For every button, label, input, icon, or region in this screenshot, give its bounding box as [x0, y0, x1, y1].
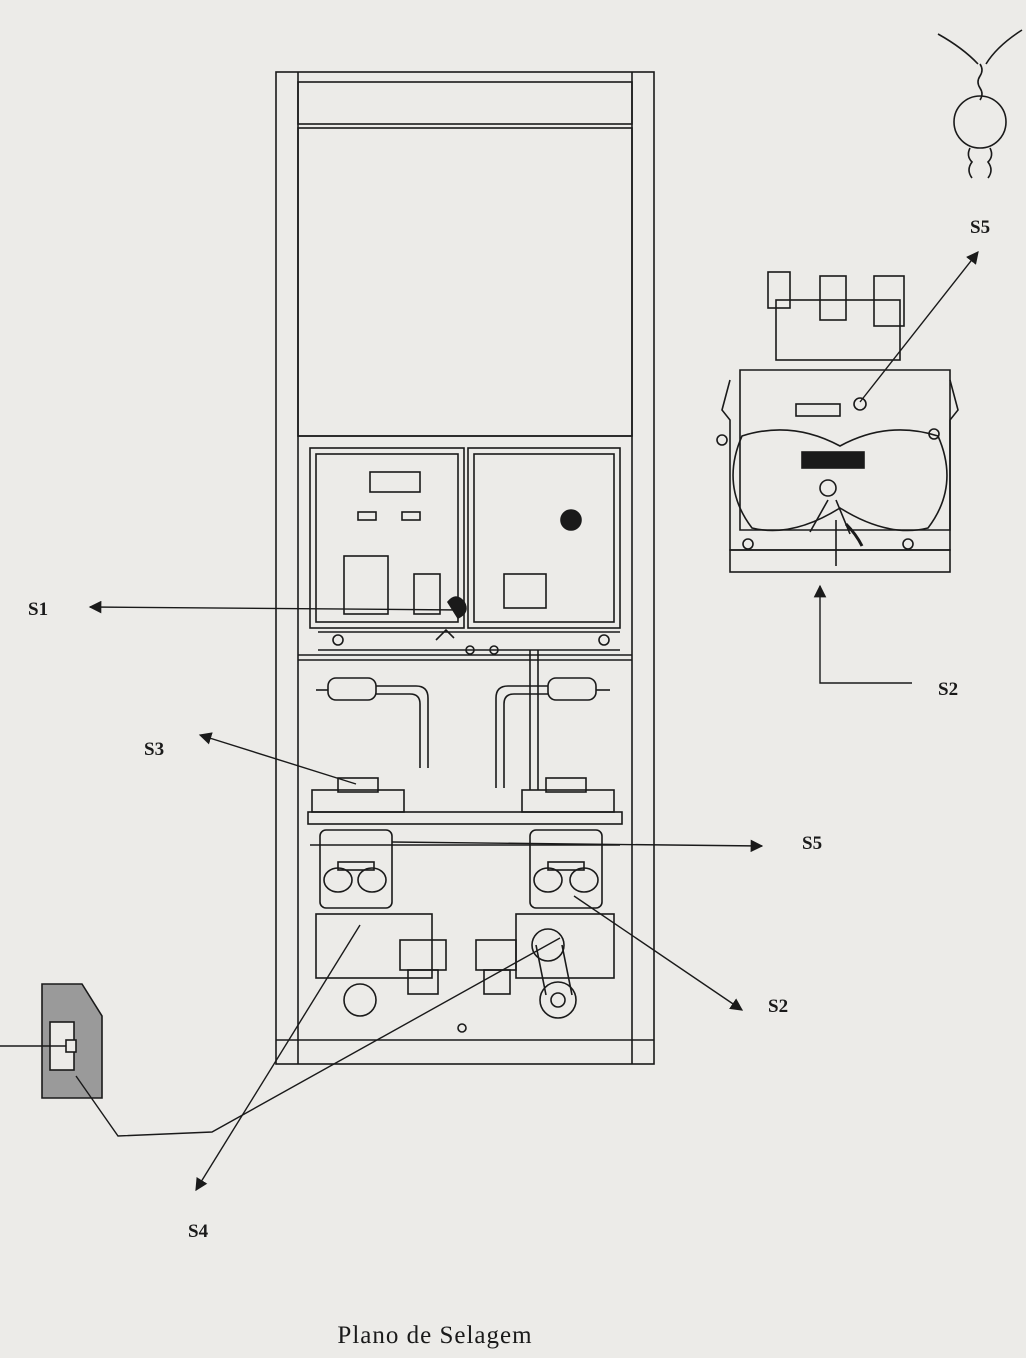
seal-detail [937, 29, 1023, 179]
label-s3: S3 [144, 739, 165, 760]
label-s2-detail: S2 [938, 679, 959, 700]
crossbar [307, 811, 623, 825]
label-s4: S4 [188, 1221, 209, 1242]
computer-head-panels [309, 447, 621, 655]
label-s1: S1 [28, 599, 49, 620]
nozzle-seal-detail [0, 983, 103, 1099]
pump-units [315, 913, 615, 1033]
label-s5-main: S5 [802, 833, 823, 854]
figure-caption: Plano de Selagem [337, 1322, 533, 1349]
meter-right [521, 777, 615, 909]
meter-detail [716, 271, 959, 573]
label-s5-detail: S5 [970, 217, 991, 238]
dispenser-cabinet [275, 71, 655, 1065]
label-s2-main: S2 [768, 996, 789, 1017]
callout-arrows [75, 251, 979, 1192]
hydraulic-pipes [316, 650, 610, 790]
meter-left [311, 777, 405, 909]
